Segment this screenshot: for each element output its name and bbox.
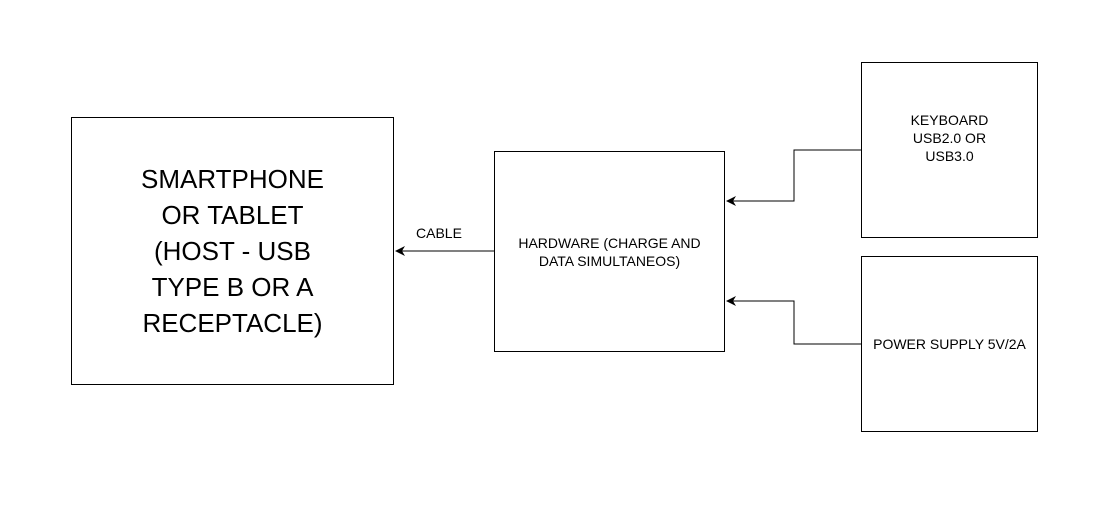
keyboard-label: KEYBOARD USB2.0 OR USB3.0: [910, 112, 989, 164]
hardware-node: HARDWARE (CHARGE AND DATA SIMULTANEOS): [494, 151, 725, 352]
keyboard-to-hardware-connector: [726, 149, 861, 206]
power-to-hardware-connector: [726, 296, 861, 345]
cable-edge-label: CABLE: [416, 225, 462, 241]
power-supply-label: POWER SUPPLY 5V/2A: [873, 336, 1026, 352]
hardware-label: HARDWARE (CHARGE AND DATA SIMULTANEOS): [518, 234, 701, 269]
power-supply-node: POWER SUPPLY 5V/2A: [861, 256, 1038, 432]
smartphone-tablet-node: SMARTPHONE OR TABLET (HOST - USB TYPE B …: [71, 117, 394, 385]
smartphone-tablet-label: SMARTPHONE OR TABLET (HOST - USB TYPE B …: [141, 164, 324, 338]
keyboard-node: KEYBOARD USB2.0 OR USB3.0: [861, 62, 1038, 238]
